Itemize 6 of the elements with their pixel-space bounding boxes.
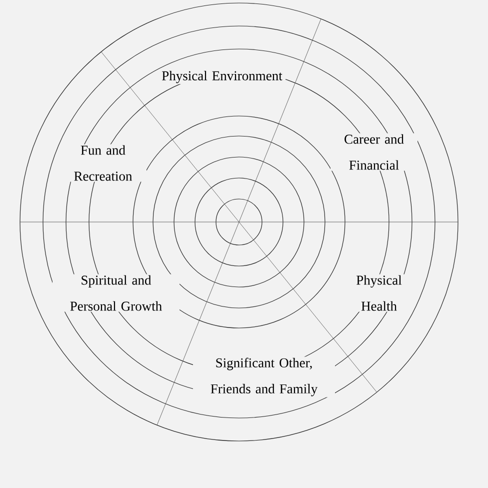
sector-label: Significant Other, Friends and Family — [210, 358, 318, 396]
sector-label: Physical Environment — [162, 70, 282, 84]
sector-label: Fun and Recreation — [74, 145, 132, 181]
sector-label: Spiritual and Personal Growth — [70, 275, 162, 311]
sector-label: Career and Financial — [344, 134, 404, 170]
sector-label: Physical Health — [356, 275, 402, 311]
